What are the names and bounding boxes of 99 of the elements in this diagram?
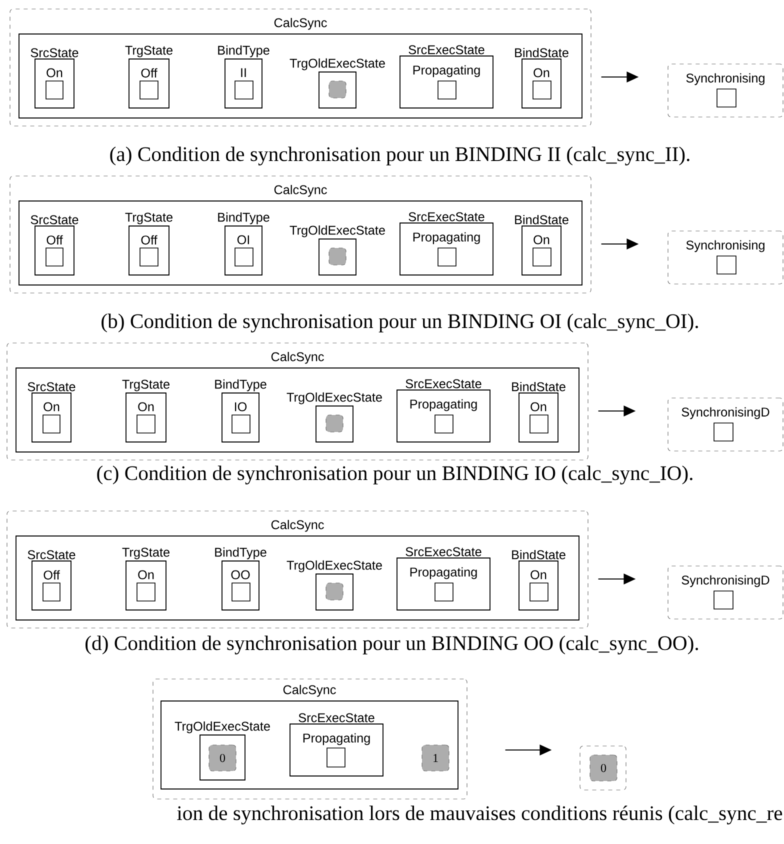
result-box: SynchronisingD <box>668 398 784 452</box>
node-label: TrgOldExecState <box>174 721 270 734</box>
small-square <box>46 80 64 100</box>
small-square <box>232 414 250 434</box>
node-label: BindState <box>512 550 566 560</box>
small-square <box>46 248 64 266</box>
attribute-box: BindType IO <box>215 379 266 442</box>
attribute-box: TrgState Off <box>125 46 172 108</box>
node-label: TrgOldExecState <box>290 225 385 238</box>
shaded-square: 0 <box>208 744 236 772</box>
node-label: CalcSync <box>274 184 327 197</box>
small-square <box>140 80 158 100</box>
attribute-box: BindType OI <box>218 212 270 276</box>
small-square <box>438 80 456 100</box>
attribute-box: BindType II <box>218 45 270 108</box>
dashed-frame <box>10 176 592 294</box>
node-label: TrgState <box>125 212 172 224</box>
node-label: BindType <box>218 212 270 224</box>
attribute-box: SrcExecState Propagating <box>290 713 384 776</box>
small-square <box>716 88 736 108</box>
attribute-box: TrgOldExecState <box>286 560 382 610</box>
node-label: SrcState <box>28 382 76 392</box>
attribute-box: SrcState On <box>28 382 76 442</box>
attribute-box: TrgOldExecState <box>290 225 385 276</box>
node-label: BindState <box>515 48 568 58</box>
small-square <box>716 256 736 274</box>
attribute-box: SrcExecState Propagating <box>400 45 494 108</box>
small-square <box>42 414 60 434</box>
small-square <box>136 582 156 602</box>
node-label: BindType <box>215 379 266 392</box>
small-square <box>234 248 254 266</box>
small-square <box>234 80 254 100</box>
small-square <box>714 422 734 442</box>
small-square <box>434 414 454 434</box>
node-label: CalcSync <box>271 352 324 364</box>
attribute-box: BindState On <box>515 48 568 108</box>
dashed-frame <box>6 510 588 628</box>
node-label: SrcExecState <box>408 212 484 222</box>
node-label: TrgState <box>122 380 170 392</box>
node-label: SrcExecState <box>298 713 374 722</box>
result-box: Synchronising <box>668 64 784 118</box>
attribute-box: SrcExecState Propagating <box>396 547 490 610</box>
attribute-box: TrgState On <box>122 548 170 610</box>
node-label: SrcState <box>28 550 76 560</box>
attribute-box: BindState On <box>515 214 568 276</box>
small-square <box>530 414 548 434</box>
node-label: TrgState <box>122 548 170 560</box>
shaded-square: 1 <box>422 744 450 772</box>
small-square <box>530 582 548 602</box>
small-square <box>714 590 734 610</box>
caption: (b) Condition de synchronisation pour un BINDING OI (calc_sync_OI). <box>102 314 698 332</box>
node-label: SrcExecState <box>406 379 482 388</box>
node-label: TrgOldExecState <box>286 560 382 572</box>
attribute-box: BindState On <box>512 550 566 610</box>
attribute-box: SrcExecState Propagating <box>400 212 494 276</box>
result-box: SynchronisingD <box>668 566 784 620</box>
small-square <box>438 248 456 266</box>
attribute-box: TrgState Off <box>125 212 172 276</box>
caption: ion de synchronisation lors de mauvaises conditions réunis (calc_sync_re <box>177 806 782 824</box>
node-label: BindType <box>215 547 266 560</box>
node-label: SrcExecState <box>406 547 482 556</box>
attribute-box: BindType OO <box>215 547 266 610</box>
caption: (c) Condition de synchronisation pour un BINDING IO (calc_sync_IO). <box>97 466 692 484</box>
node-label: BindType <box>218 45 270 58</box>
caption: (a) Condition de synchronisation pour un BINDING II (calc_sync_II). <box>110 146 690 166</box>
attribute-box: BindState On <box>512 382 566 442</box>
small-square <box>42 582 60 602</box>
small-square <box>136 414 156 434</box>
node-label: BindState <box>512 382 566 392</box>
attribute-box: SrcState Off <box>30 215 78 276</box>
node-label: TrgState <box>125 46 172 58</box>
attribute-box: TrgState On <box>122 380 170 442</box>
attribute-box: TrgOldExecState <box>290 58 385 108</box>
node-label: CalcSync <box>283 684 336 697</box>
node-label: SrcExecState <box>408 45 484 54</box>
node-label: BindState <box>515 214 568 224</box>
node-label: CalcSync <box>271 520 324 532</box>
small-square <box>140 248 158 266</box>
attribute-box: SrcState Off <box>28 550 76 610</box>
small-square <box>434 582 454 602</box>
small-square <box>532 248 552 266</box>
node-label: CalcSync <box>274 18 327 30</box>
node-label: TrgOldExecState <box>286 392 382 404</box>
dashed-frame <box>152 678 468 800</box>
small-square <box>326 748 346 768</box>
node-label: SrcState <box>30 48 78 58</box>
node-label: TrgOldExecState <box>290 58 385 70</box>
attribute-box: TrgOldExecState <box>286 392 382 442</box>
shaded-square: 0 <box>590 754 618 782</box>
small-square <box>232 582 250 602</box>
attribute-box: SrcState On <box>30 48 78 108</box>
caption: (d) Condition de synchronisation pour un BINDING OO (calc_sync_OO). <box>86 636 698 654</box>
result-box: Synchronising <box>668 230 784 284</box>
attribute-box: SrcExecState Propagating <box>396 379 490 442</box>
dashed-frame <box>6 342 588 460</box>
node-label: SrcState <box>30 215 78 224</box>
result-box <box>580 746 626 790</box>
dashed-frame <box>10 8 592 126</box>
small-square <box>532 80 552 100</box>
